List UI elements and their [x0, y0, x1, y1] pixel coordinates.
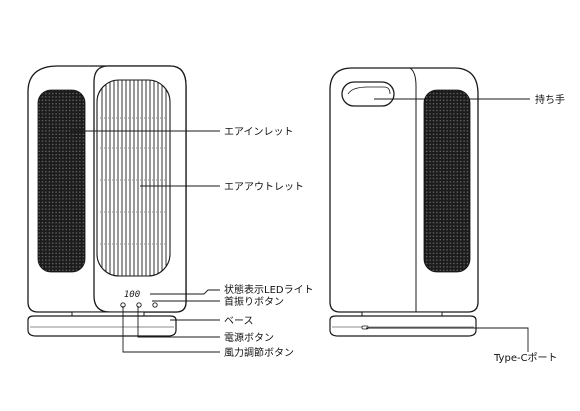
back-inlet-mesh	[423, 89, 471, 273]
callout-labels: エアインレット エアアウトレット 状態表示LEDライト 首振りボタン ベース 電…	[224, 93, 565, 364]
fan-speed-button-icon[interactable]	[152, 302, 158, 308]
leader-lines	[70, 98, 530, 353]
led-readout: 100	[124, 290, 140, 300]
label-status-led: 状態表示LEDライト	[224, 283, 314, 296]
handle[interactable]	[341, 81, 395, 107]
label-usb-port: Type-Cポート	[493, 352, 558, 364]
label-air-outlet: エアアウトレット	[224, 181, 304, 193]
front-view-heater: 100	[27, 65, 187, 337]
label-air-inlet: エアインレット	[224, 127, 294, 138]
outlet-housing	[96, 79, 171, 277]
outlet-louvers	[100, 80, 168, 276]
label-handle: 持ち手	[535, 93, 565, 106]
back-base	[329, 315, 477, 337]
label-fan-speed-button: 風力調節ボタン	[224, 346, 294, 359]
back-view-heater	[329, 67, 479, 337]
label-base: ベース	[224, 315, 254, 327]
usb-c-port[interactable]	[361, 325, 369, 330]
back-body-side-edge	[409, 67, 417, 312]
label-power-button: 電源ボタン	[224, 331, 274, 344]
label-swing-button: 首振りボタン	[224, 295, 284, 308]
swing-button-icon[interactable]	[136, 302, 142, 308]
front-base	[27, 315, 177, 337]
side-inlet-mesh	[37, 89, 86, 273]
